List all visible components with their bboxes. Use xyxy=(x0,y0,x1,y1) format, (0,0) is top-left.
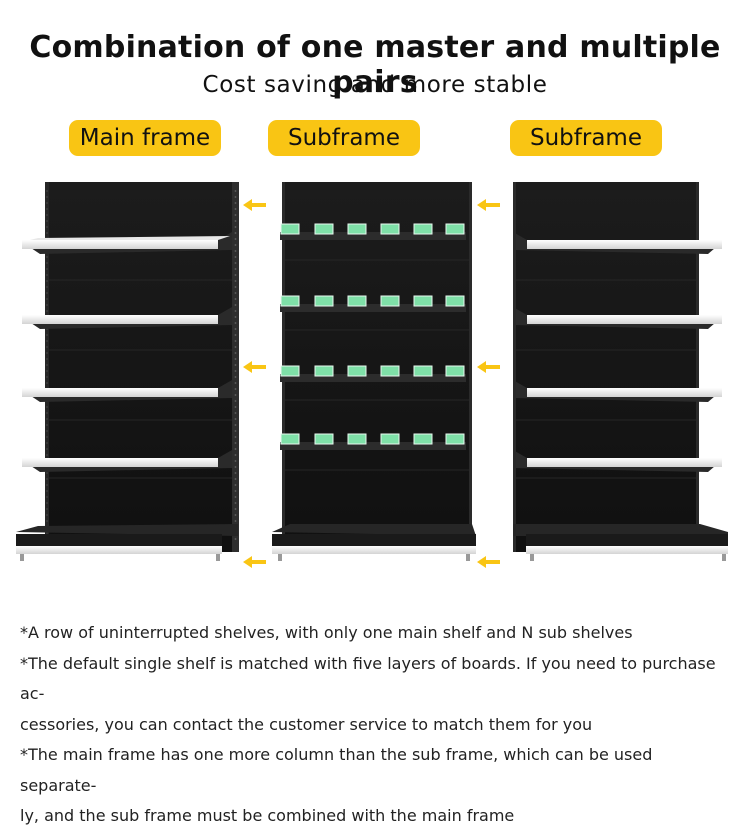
main-shelf-board-3 xyxy=(22,380,232,402)
note-line: cessories, you can contact the customer … xyxy=(20,714,593,734)
note-line: *A row of uninterrupted shelves, with on… xyxy=(20,623,633,642)
right-shelf-board-1 xyxy=(513,232,722,254)
main-shelf-base xyxy=(16,524,238,561)
arrow-left-icon xyxy=(243,199,266,211)
right-shelf-board-3 xyxy=(513,380,722,402)
arrow-left-icon xyxy=(477,361,500,373)
tag-row-3 xyxy=(280,365,466,382)
main-shelf-board-1 xyxy=(22,232,232,254)
note-line: *The main frame has one more column than… xyxy=(20,745,653,795)
page-subtitle: Cost saving and more stable xyxy=(202,72,548,98)
shelving-illustration xyxy=(16,182,728,568)
tag-row-4 xyxy=(280,433,466,450)
arrow-left-icon xyxy=(243,556,266,568)
right-shelf-board-2 xyxy=(513,307,722,329)
tag-row-2 xyxy=(280,295,466,312)
right-subframe-shelf xyxy=(513,182,728,561)
main-shelf-board-4 xyxy=(22,450,232,472)
label-subframe-middle: Subframe xyxy=(268,120,420,156)
note-line: *The default single shelf is matched wit… xyxy=(20,653,716,704)
main-shelf-board-2 xyxy=(22,307,232,329)
note-line: ly, and the sub frame must be combined w… xyxy=(20,806,515,825)
arrow-left-icon xyxy=(477,199,500,211)
page-title: Combination of one master and multiple p… xyxy=(29,30,721,100)
label-subframe-right: Subframe xyxy=(510,120,662,156)
notes-block: *A row of uninterrupted shelves, with on… xyxy=(20,618,732,832)
tag-row-1 xyxy=(280,223,466,240)
arrow-left-icon xyxy=(243,361,266,373)
middle-subframe-shelf xyxy=(272,182,476,561)
right-shelf-base xyxy=(513,524,728,561)
main-frame-shelf xyxy=(16,182,239,561)
arrow-left-icon xyxy=(477,556,500,568)
middle-shelf-base xyxy=(272,524,476,561)
label-main-frame: Main frame xyxy=(69,120,221,156)
right-shelf-board-4 xyxy=(513,450,722,472)
